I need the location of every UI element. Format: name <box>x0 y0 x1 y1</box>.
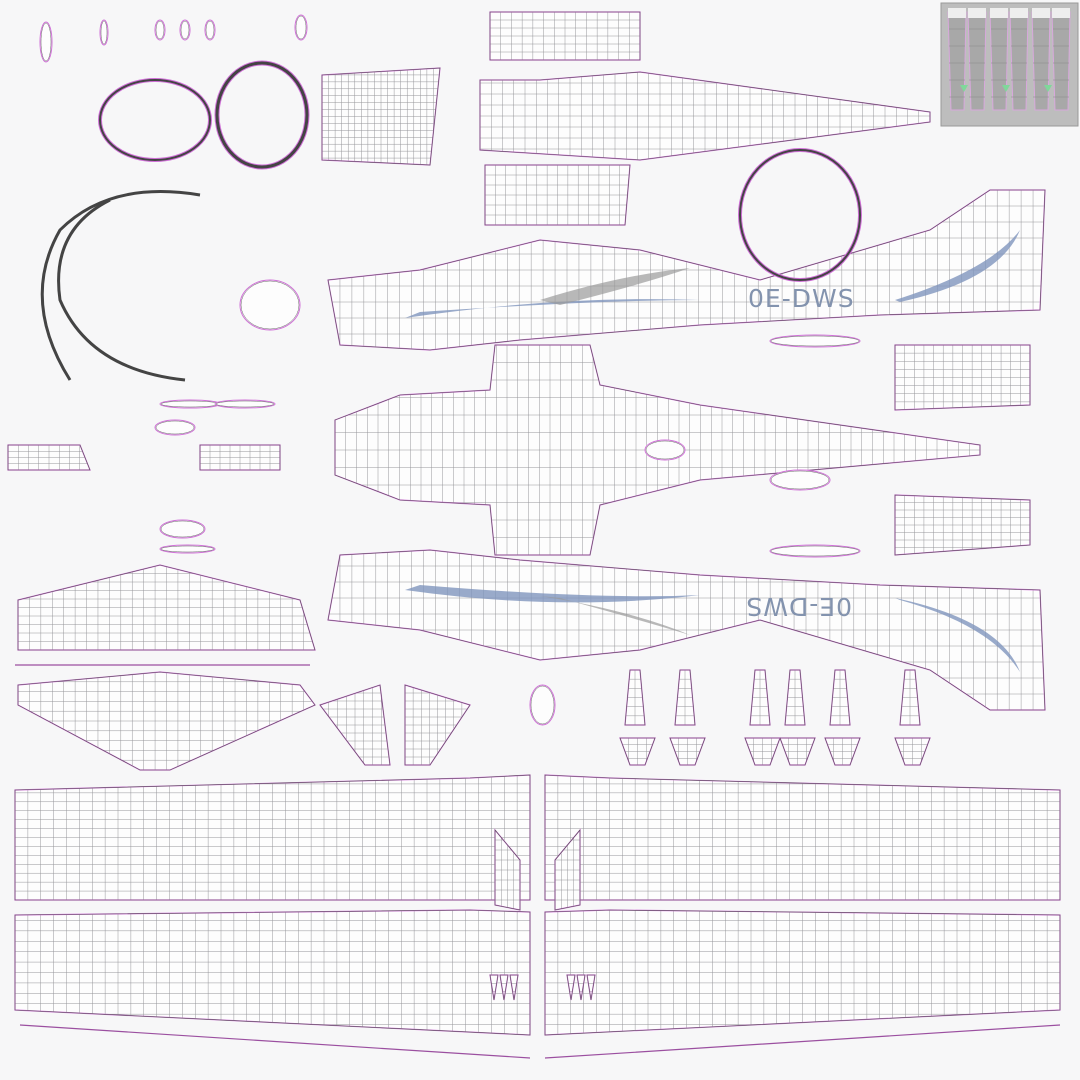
fitting-part-3 <box>784 669 806 726</box>
small-part-5 <box>294 14 308 41</box>
small-part-12 <box>769 334 861 348</box>
thumbnail-marker-icon <box>1044 85 1052 92</box>
small-part-0 <box>39 21 53 63</box>
bracket-part-1 <box>669 737 706 766</box>
thumbnail-blade-2 <box>1031 8 1051 111</box>
thumbnail-blade-1 <box>1009 8 1029 111</box>
wing-upper-right <box>544 774 1061 901</box>
thumbnail-blade-0 <box>967 8 987 111</box>
thumbnail-blade-2 <box>1051 8 1071 111</box>
fairing-4 <box>576 974 586 1001</box>
fitting-part-2 <box>749 669 771 726</box>
small-part-13 <box>769 469 831 491</box>
small-part-1 <box>99 19 109 46</box>
bracket-part-5 <box>894 737 931 766</box>
wing-upper-left <box>14 774 531 901</box>
fuselage-stripe-gray-left <box>540 268 690 305</box>
small-part-7 <box>159 399 221 409</box>
bracket-part-0 <box>619 737 656 766</box>
fuselage-upper <box>479 71 931 161</box>
small-part-2 <box>154 19 166 41</box>
bracket-part-3 <box>779 737 816 766</box>
thumbnail-marker-icon <box>1002 85 1010 92</box>
fuselage-side-left <box>327 189 1046 351</box>
aileron-small-left <box>7 444 91 471</box>
canopy-seal-arc <box>40 190 201 381</box>
rudder-right <box>894 344 1031 411</box>
canopy-seal-arc-2 <box>57 198 186 382</box>
small-part-11 <box>159 544 216 554</box>
small-part-9 <box>154 419 196 436</box>
stabilizer-bottom <box>17 671 316 771</box>
registration-text-mirrored: 0E-DWS <box>745 592 852 621</box>
wing-lower-left <box>14 909 531 1036</box>
fuselage-lower-panel <box>484 164 631 226</box>
fairing-2 <box>509 974 519 1001</box>
small-part-14 <box>769 544 861 558</box>
fuselage-stripe-blue-right <box>405 585 700 603</box>
flap-right <box>404 684 471 766</box>
stabilizer-top <box>17 564 316 651</box>
fairing-1 <box>499 974 509 1001</box>
small-part-3 <box>179 19 191 41</box>
rudder-right-2 <box>894 494 1031 556</box>
small-part-4 <box>204 19 216 41</box>
window-frame-left <box>98 78 212 162</box>
thumbnail-marker-icon <box>960 85 968 92</box>
vertical-small-2 <box>554 828 581 911</box>
cowling-left <box>321 67 441 166</box>
fitting-part-4 <box>829 669 851 726</box>
bracket-part-2 <box>744 737 781 766</box>
flap-left <box>319 684 391 766</box>
aileron-small-left-2 <box>199 444 281 471</box>
thumbnail-blade-1 <box>989 8 1009 111</box>
fitting-part-0 <box>624 669 646 726</box>
small-part-8 <box>214 399 276 409</box>
canopy-arc <box>738 148 862 282</box>
bracket-part-4 <box>824 737 861 766</box>
trailing-edge-seam <box>19 1024 1061 1059</box>
registration-text: 0E-DWS <box>748 284 855 313</box>
canopy-frame-top <box>489 11 641 61</box>
window-frame-right <box>214 60 310 170</box>
small-part-10 <box>159 519 206 539</box>
small-part-16 <box>239 279 301 331</box>
fitting-part-5 <box>899 669 921 726</box>
fitting-part-1 <box>674 669 696 726</box>
small-part-6 <box>644 439 686 461</box>
texture-thumbnail <box>940 2 1079 127</box>
thumbnail-blade-0 <box>947 8 967 111</box>
small-part-15 <box>529 684 556 726</box>
wing-lower-right <box>544 909 1061 1036</box>
